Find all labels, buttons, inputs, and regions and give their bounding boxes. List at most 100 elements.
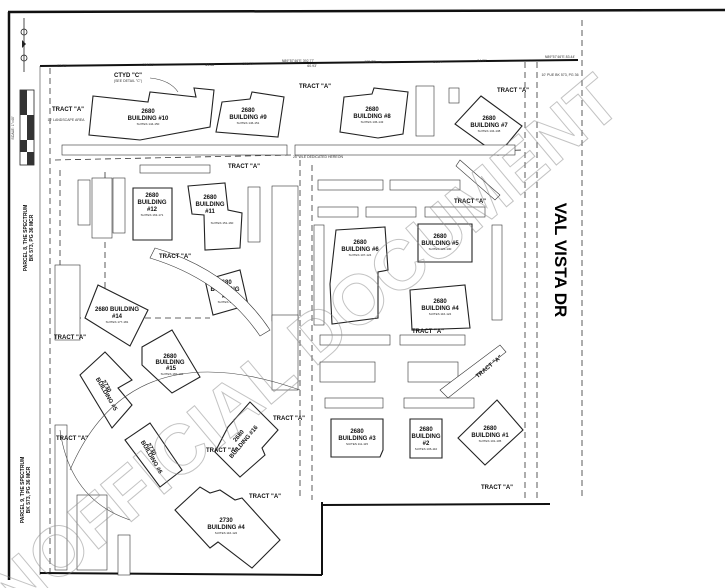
- svg-text:TRACT "A": TRACT "A": [228, 164, 260, 170]
- central-road: [299, 160, 313, 500]
- svg-text:2680: 2680: [365, 107, 379, 113]
- svg-text:SUITES 151-160: SUITES 151-160: [211, 221, 234, 225]
- svg-text:BUILDING #4: BUILDING #4: [207, 525, 245, 531]
- building-5[interactable]: 2680 BUILDING #5 SUITES 125-130: [417, 223, 473, 263]
- svg-text:#12: #12: [147, 207, 158, 213]
- svg-text:BUILDING #6: BUILDING #6: [341, 247, 379, 253]
- svg-text:BUILDING #5: BUILDING #5: [421, 241, 459, 247]
- building-2730-4[interactable]: 2730 BUILDING #4 SUITES 116-122: [174, 486, 281, 569]
- frame-top: [7, 8, 725, 14]
- svg-text:TRACT "A": TRACT "A": [497, 88, 529, 94]
- svg-text:#2: #2: [423, 441, 430, 447]
- courtyard-label: CTYD "C": [114, 73, 142, 79]
- building-6[interactable]: 2680 BUILDING #6 SUITES 107-124: [329, 226, 389, 325]
- svg-text:#15: #15: [166, 366, 177, 372]
- svg-text:60.93': 60.93': [307, 64, 317, 68]
- svg-text:2680: 2680: [163, 354, 177, 360]
- svg-text:164.81': 164.81': [142, 63, 154, 67]
- building-3[interactable]: 2680 BUILDING #3 SUITES 111-115: [330, 418, 384, 458]
- parcel-label-8: PARCEL 8, THE SPECTRUM: [23, 205, 29, 272]
- svg-text:SUITES 125-130: SUITES 125-130: [429, 247, 452, 251]
- svg-text:SUITES 111-115: SUITES 111-115: [346, 442, 368, 446]
- svg-text:SUITES 146-151: SUITES 146-151: [237, 121, 260, 125]
- svg-text:2680: 2680: [141, 109, 155, 115]
- svg-text:BUILDING #10: BUILDING #10: [128, 116, 169, 122]
- svg-text:50.04': 50.04': [433, 60, 443, 64]
- parcel-sub-8: BK 573, PG 36 MCR: [29, 214, 35, 261]
- building-11[interactable]: 2680 BUILDING #11 SUITES 151-160: [187, 182, 243, 251]
- boundary-north: [39, 59, 579, 67]
- svg-text:BUILDING: BUILDING: [412, 434, 441, 440]
- svg-text:2680: 2680: [433, 234, 447, 240]
- svg-text:#11: #11: [205, 209, 215, 215]
- diagonal-parking-north: [455, 159, 501, 201]
- svg-text:TRACT "A": TRACT "A": [206, 448, 238, 454]
- building-12[interactable]: 2680 BUILDING #12 SUITES 163-171: [132, 187, 173, 241]
- svg-text:84.85': 84.85': [477, 59, 487, 63]
- svg-text:#14: #14: [112, 314, 123, 320]
- svg-text:2680: 2680: [350, 429, 364, 435]
- svg-text:SUITES 172-176: SUITES 172-176: [218, 300, 241, 304]
- svg-text:BUILDING #1: BUILDING #1: [471, 433, 509, 439]
- pue-note: 10' PUE BK 573, PG 36: [541, 73, 578, 77]
- svg-text:SUITES 177-181: SUITES 177-181: [106, 320, 129, 324]
- svg-text:BUILDING #9: BUILDING #9: [229, 115, 267, 121]
- top-dimensions: 83.75' 164.81' 34.38' 106.77' N89°57'46"…: [57, 55, 575, 68]
- svg-text:2680: 2680: [482, 116, 496, 122]
- boundary-south-notch: [321, 502, 551, 575]
- svg-text:SUITES 182-190: SUITES 182-190: [161, 372, 184, 376]
- dedicated-note: 25' WLE DEDICATED HEREON: [293, 155, 343, 159]
- svg-text:34.38': 34.38': [205, 63, 215, 67]
- boundary-south: [39, 572, 323, 576]
- building-15[interactable]: 2680 BUILDING #15 SUITES 182-190: [141, 329, 201, 394]
- svg-text:83.75': 83.75': [57, 64, 67, 68]
- svg-text:TRACT "A": TRACT "A": [412, 329, 444, 335]
- svg-text:TRACT "A": TRACT "A": [299, 84, 331, 90]
- building-4[interactable]: 2680 BUILDING #4 SUITES 116-124: [409, 284, 471, 331]
- scale-bar: SCALE: 1"=40': [11, 89, 35, 166]
- svg-text:BUILDING: BUILDING: [196, 202, 225, 208]
- curved-drive-2: [59, 429, 131, 521]
- svg-text:2680: 2680: [483, 426, 497, 432]
- road-label-val-vista-dr: VAL VISTA DR: [551, 203, 570, 318]
- landscape-note: 10' LANDSCAPE AREA: [47, 118, 85, 122]
- building-8[interactable]: 2680 BUILDING #8 SUITES 136-143: [339, 87, 409, 139]
- parking-rows: [54, 85, 516, 576]
- svg-text:SUITES 107-124: SUITES 107-124: [349, 253, 372, 257]
- svg-text:SUITES 144-150: SUITES 144-150: [137, 122, 160, 126]
- svg-text:TRACT "A": TRACT "A": [454, 199, 486, 205]
- svg-text:SUITES 136-143: SUITES 136-143: [361, 120, 384, 124]
- svg-text:2730: 2730: [219, 518, 233, 524]
- svg-text:2680: 2680: [203, 195, 217, 201]
- svg-text:BUILDING #4: BUILDING #4: [421, 306, 459, 312]
- svg-text:2680: 2680: [241, 108, 255, 114]
- building-16[interactable]: 2680 BUILDING #16: [214, 401, 279, 478]
- parcel-label-9: PARCEL 9, THE SPECTRUM: [20, 457, 26, 524]
- svg-text:105.72': 105.72': [364, 60, 376, 64]
- svg-text:2680: 2680: [419, 427, 433, 433]
- building-2[interactable]: 2680 BUILDING #2 SUITES 106-110: [409, 418, 443, 459]
- courtyard-leader: [149, 77, 179, 93]
- svg-text:SUITES 163-171: SUITES 163-171: [141, 213, 164, 217]
- svg-text:TRACT "A": TRACT "A": [481, 485, 513, 491]
- svg-text:BUILDING: BUILDING: [138, 200, 167, 206]
- svg-text:BUILDING #3: BUILDING #3: [338, 436, 376, 442]
- building-10[interactable]: 2680 BUILDING #10 SUITES 144-150: [88, 87, 215, 141]
- building-9[interactable]: 2680 BUILDING #9 SUITES 146-151: [215, 91, 285, 138]
- svg-text:2680 BUILDING: 2680 BUILDING: [95, 307, 139, 313]
- svg-text:TRACT "A": TRACT "A": [56, 436, 88, 442]
- svg-text:SUITES 101-105: SUITES 101-105: [479, 439, 502, 443]
- svg-text:N89°57'46"E 392.77': N89°57'46"E 392.77': [282, 59, 315, 63]
- svg-text:TRACT "A": TRACT "A": [54, 335, 86, 341]
- curved-drive: [69, 371, 301, 471]
- svg-text:TRACT "A": TRACT "A": [249, 494, 281, 500]
- svg-text:2680: 2680: [353, 240, 367, 246]
- parcel-sub-9: BK 573, PG 36 MCR: [26, 466, 32, 513]
- north-arrow-icon: [20, 18, 28, 72]
- building-2730-5[interactable]: 2730 BUILDING #5: [79, 351, 133, 429]
- svg-text:SUITES 134-138: SUITES 134-138: [478, 129, 501, 133]
- building-1[interactable]: 2680 BUILDING #1 SUITES 101-105: [457, 399, 524, 466]
- svg-text:TRACT "A": TRACT "A": [273, 416, 305, 422]
- building-14[interactable]: 2680 BUILDING #14 SUITES 177-181: [84, 284, 149, 347]
